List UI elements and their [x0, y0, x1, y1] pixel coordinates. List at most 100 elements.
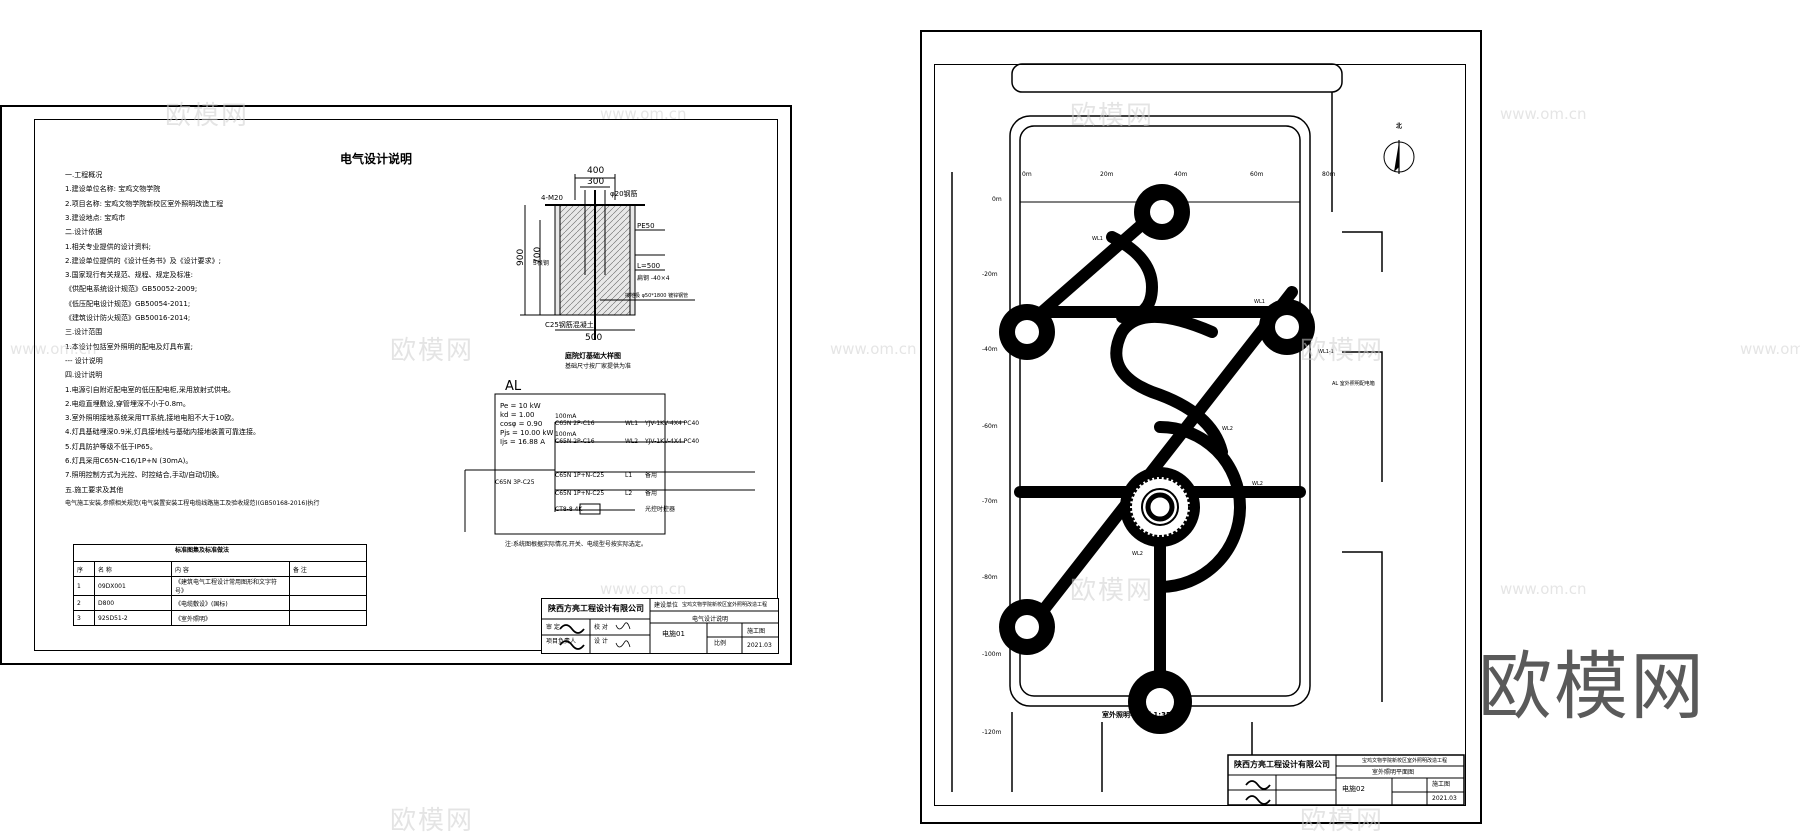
label-pe: PE50 — [637, 222, 655, 230]
table-cell: 2 — [73, 595, 95, 611]
dim-900: 900 — [516, 249, 526, 266]
circuit-label: WL2 — [1252, 481, 1263, 487]
detail-caption-sub: 基础尺寸按厂家提供为准 — [565, 363, 632, 370]
note-line: 2.建设单位提供的《设计任务书》及《设计要求》; — [65, 256, 222, 265]
drawing-number: 电施01 — [662, 630, 685, 638]
plan-caption: 室外照明平面图 1:350 — [1102, 711, 1176, 719]
project-name: 宝鸡文物学院新校区室外照明改造工程 — [682, 602, 768, 608]
y-tick-label: -60m — [982, 423, 998, 430]
company-name-2: 陕西方亮工程设计有限公司 — [1234, 760, 1330, 769]
circuit-id: L2 — [625, 490, 633, 497]
note-line: 2.电缆直埋敷设,穿管埋深不小于0.8m。 — [65, 399, 190, 408]
note-line: 《供配电系统设计规范》GB50052-2009; — [65, 285, 198, 294]
circuit-cable: 光控时控器 — [645, 506, 676, 513]
table-cell: 《建筑电气工程设计常用图形和文字符号》 — [171, 576, 290, 596]
drawing-name-2: 室外照明平面图 — [1372, 769, 1415, 776]
detail-caption: 庭院灯基础大样图 — [565, 351, 621, 360]
note-line: 1.本设计包括室外照明的配电及灯具布置; — [65, 342, 194, 351]
note-line: --- 设计说明 — [65, 356, 103, 365]
scale: 比例 — [714, 640, 727, 647]
circuit-label: WL2 — [1222, 426, 1233, 432]
foundation-detail: 400 300 900 700 500 4-M20 φ20钢筋 PE50 L=5… — [516, 166, 695, 360]
circuit-label: WL1-1 — [1318, 349, 1334, 355]
note-line: 1.建设单位名称: 宝鸡文物学院 — [65, 185, 161, 194]
x-tick-label: 60m — [1250, 171, 1264, 178]
y-tick-label: -120m — [982, 729, 1002, 736]
right-drawing-sheet: 北 AL 室外照明配电箱 室外照明平面图 1:350 陕西方亮工程设计有限公司 … — [920, 30, 1482, 824]
label-concrete: C25钢筋混凝土 — [545, 320, 594, 329]
dim-700: 700 — [533, 247, 543, 264]
y-tick-label: -80m — [982, 574, 998, 581]
label-length: L=500 — [637, 262, 660, 270]
brand-watermark: 欧模网 — [1478, 644, 1706, 730]
watermark-url: www.om.cn — [1740, 340, 1800, 358]
page-title: 电气设计说明 — [340, 152, 413, 166]
circuit-cable: YJV-1KV-4X4 PC40 — [645, 420, 700, 427]
table-cell — [289, 576, 367, 596]
circuit-rcd: 100mA — [555, 431, 577, 438]
note-line: 《低压配电设计规范》GB50054-2011; — [65, 299, 191, 308]
x-tick-label: 80m — [1322, 171, 1336, 178]
project-name-2: 宝鸡文物学院新校区室外照明改造工程 — [1362, 758, 1448, 764]
circuit-cable: 备用 — [645, 472, 658, 479]
note-line: 7.照明控制方式为光控、时控结合,手动/自动切换。 — [65, 471, 224, 480]
company-name: 陕西方亮工程设计有限公司 — [548, 604, 644, 613]
watermark-text: 欧模网 — [1300, 336, 1385, 366]
circuit-breaker: C65N 2P-C16 — [555, 420, 595, 427]
sign-lead: 项目负责人 — [546, 638, 577, 645]
panel-system-diagram — [464, 393, 755, 535]
table-header-cell: 名 称 — [94, 561, 172, 577]
circuit-label: WL2 — [1052, 591, 1063, 597]
label-bolt: 4-M20 — [541, 194, 563, 202]
sign-check: 校 对 — [594, 624, 608, 631]
label-steel: 3根钢 — [533, 259, 549, 267]
note-line: 4.灯具基础埋深0.9米,灯具接地线与基础内接地装置可靠连接。 — [65, 428, 261, 437]
circuit-breaker: CT8-8 4K — [555, 506, 583, 513]
y-tick-label: -40m — [982, 346, 998, 353]
panel-param: Ijs = 16.88 A — [500, 438, 546, 446]
circuit-cable: 备用 — [645, 490, 658, 497]
y-tick-label: 0m — [992, 196, 1002, 203]
table-row: 序名 称内 容备 注 — [73, 561, 367, 577]
table-cell: 09DX001 — [94, 576, 172, 596]
sign-design: 设 计 — [594, 638, 608, 645]
panel-name: AL — [505, 379, 522, 394]
panel-main-breaker: C65N 3P-C25 — [495, 479, 535, 486]
watermark-text: 欧模网 — [1070, 576, 1155, 606]
table-cell — [289, 610, 367, 626]
table-cell: 《室外照明》 — [171, 610, 290, 626]
label-rebar: φ20钢筋 — [610, 189, 638, 198]
watermark-url: www.om.cn — [1500, 105, 1587, 123]
circuit-label: WL1 — [1254, 299, 1265, 305]
label-flat: 扁钢 -40×4 — [637, 274, 670, 282]
circuit-label: WL1 — [1092, 236, 1103, 242]
table-header-cell: 内 容 — [171, 561, 290, 577]
panel-param: kd = 1.00 — [500, 411, 535, 419]
drawing-number-2: 电施02 — [1342, 785, 1365, 793]
watermark-url: www.om.cn — [830, 340, 917, 358]
circuit-rcd: 100mA — [555, 413, 577, 420]
circuit-label: WL1 — [1112, 306, 1123, 312]
note-line: 三.设计范围 — [65, 328, 103, 337]
circuit-id: WL2 — [625, 438, 639, 445]
circuit-breaker: C65N 1P+N-C25 — [555, 472, 605, 479]
circuit-label: WL1 — [1274, 343, 1285, 349]
panel-note: 注:系统图根据实际情况,开关、电缆型号按实际选定。 — [505, 541, 647, 548]
legend-panel: AL 室外照明配电箱 — [1332, 381, 1375, 387]
date-2: 2021.03 — [1432, 795, 1457, 802]
y-tick-label: -70m — [982, 498, 998, 505]
note-line: 6.灯具采用C65N-C16/1P+N (30mA)。 — [65, 457, 193, 465]
title-block-lines — [542, 599, 778, 653]
date: 2021.03 — [747, 642, 772, 649]
north-label: 北 — [1396, 123, 1403, 130]
watermark-url: www.om.cn — [10, 340, 97, 358]
table-cell: 3 — [73, 610, 95, 626]
table-cell — [289, 595, 367, 611]
watermark-text: 欧模网 — [165, 101, 250, 131]
panel-param: Pjs = 10.00 kW — [500, 429, 554, 437]
panel-param: cosφ = 0.90 — [500, 420, 543, 428]
panel-param: Pe = 10 kW — [500, 402, 541, 410]
